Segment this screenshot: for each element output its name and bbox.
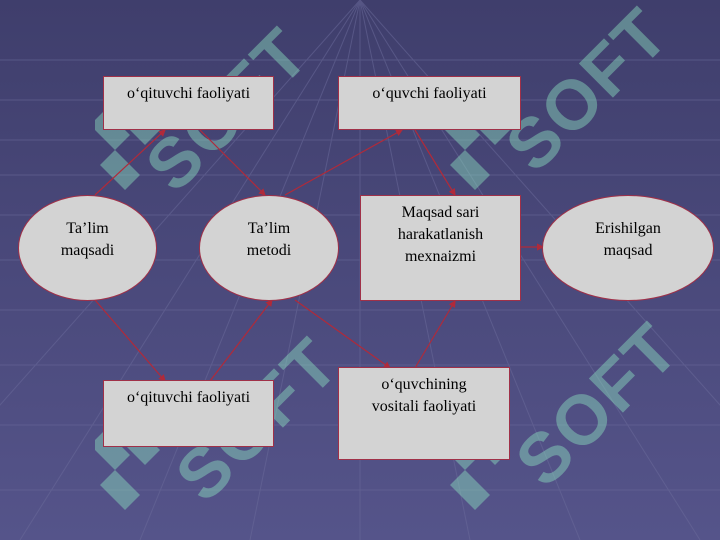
node-label-line: maqsad — [603, 242, 653, 259]
node-label-line: harakatlanish — [397, 226, 484, 243]
teacher-activity-top-box: o‘qituvchi faoliyati — [103, 76, 274, 130]
node-label-line: maqsadi — [60, 242, 115, 259]
arrow-method-to-student-top — [284, 129, 404, 196]
education-goal-ellipse: Ta’lim maqsadi — [18, 195, 157, 301]
node-label-line: Ta’lim — [247, 220, 291, 237]
goal-mechanism-box: Maqsad sari harakatlanish mexnaizmi — [360, 195, 521, 301]
node-label-line: Erishilgan — [595, 220, 661, 237]
node-label-line: Ta’lim — [66, 220, 109, 237]
arrow-goal-to-teacher-bottom — [94, 299, 166, 382]
achieved-goal-ellipse: Erishilgan maqsad — [542, 195, 714, 301]
arrow-teacher-top-to-method — [199, 129, 266, 196]
education-method-ellipse: Ta’lim metodi — [199, 195, 339, 301]
arrow-method-to-student-means — [294, 299, 391, 369]
arrow-teacher-bottom-to-method — [209, 299, 273, 382]
node-label: o‘qituvchi faoliyati — [126, 389, 251, 406]
node-label-line: metodi — [246, 242, 292, 259]
node-label: o‘quvchi faoliyati — [372, 85, 487, 102]
node-label-line: Maqsad sari — [401, 204, 480, 221]
node-label-line: mexnaizmi — [404, 248, 477, 265]
arrow-student-means-to-mechanism — [414, 299, 456, 369]
arrow-student-top-to-mechanism — [414, 129, 456, 197]
node-label-line: o‘quvchining — [381, 376, 467, 393]
node-label: o‘qituvchi faoliyati — [126, 85, 251, 102]
student-activity-top-box: o‘quvchi faoliyati — [338, 76, 521, 130]
student-means-activity-box: o‘quvchining vositali faoliyati — [338, 367, 510, 460]
arrow-goal-to-teacher-top — [94, 129, 166, 196]
node-label-line: vositali faoliyati — [371, 398, 477, 415]
teacher-activity-bottom-box: o‘qituvchi faoliyati — [103, 380, 274, 447]
